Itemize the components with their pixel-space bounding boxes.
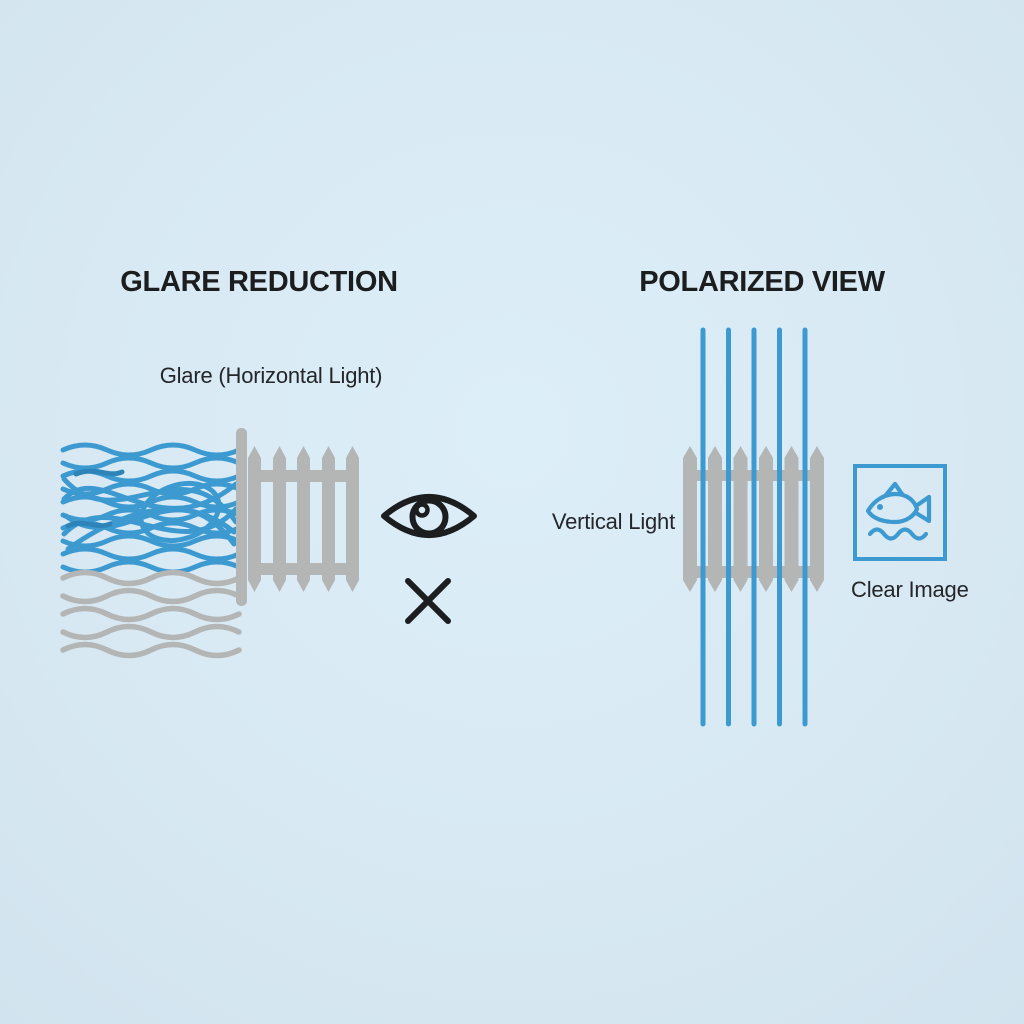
gray-waves-icon xyxy=(60,569,242,659)
clear-image-box xyxy=(853,464,947,561)
polarizer-bar xyxy=(236,428,247,606)
fish-icon xyxy=(865,481,932,541)
x-mark-icon xyxy=(405,578,451,624)
polarizer-fence-icon xyxy=(248,446,359,592)
glare-light-label: Glare (Horizontal Light) xyxy=(159,363,383,388)
vertical-light-rays-icon xyxy=(700,327,808,727)
scattered-glare-waves-icon xyxy=(60,442,242,575)
vertical-light-label: Vertical Light xyxy=(551,509,675,534)
right-panel-title: POLARIZED VIEW xyxy=(639,266,885,298)
left-panel-title: GLARE REDUCTION xyxy=(120,266,398,298)
clear-image-label: Clear Image xyxy=(851,577,969,602)
eye-icon xyxy=(381,494,477,538)
